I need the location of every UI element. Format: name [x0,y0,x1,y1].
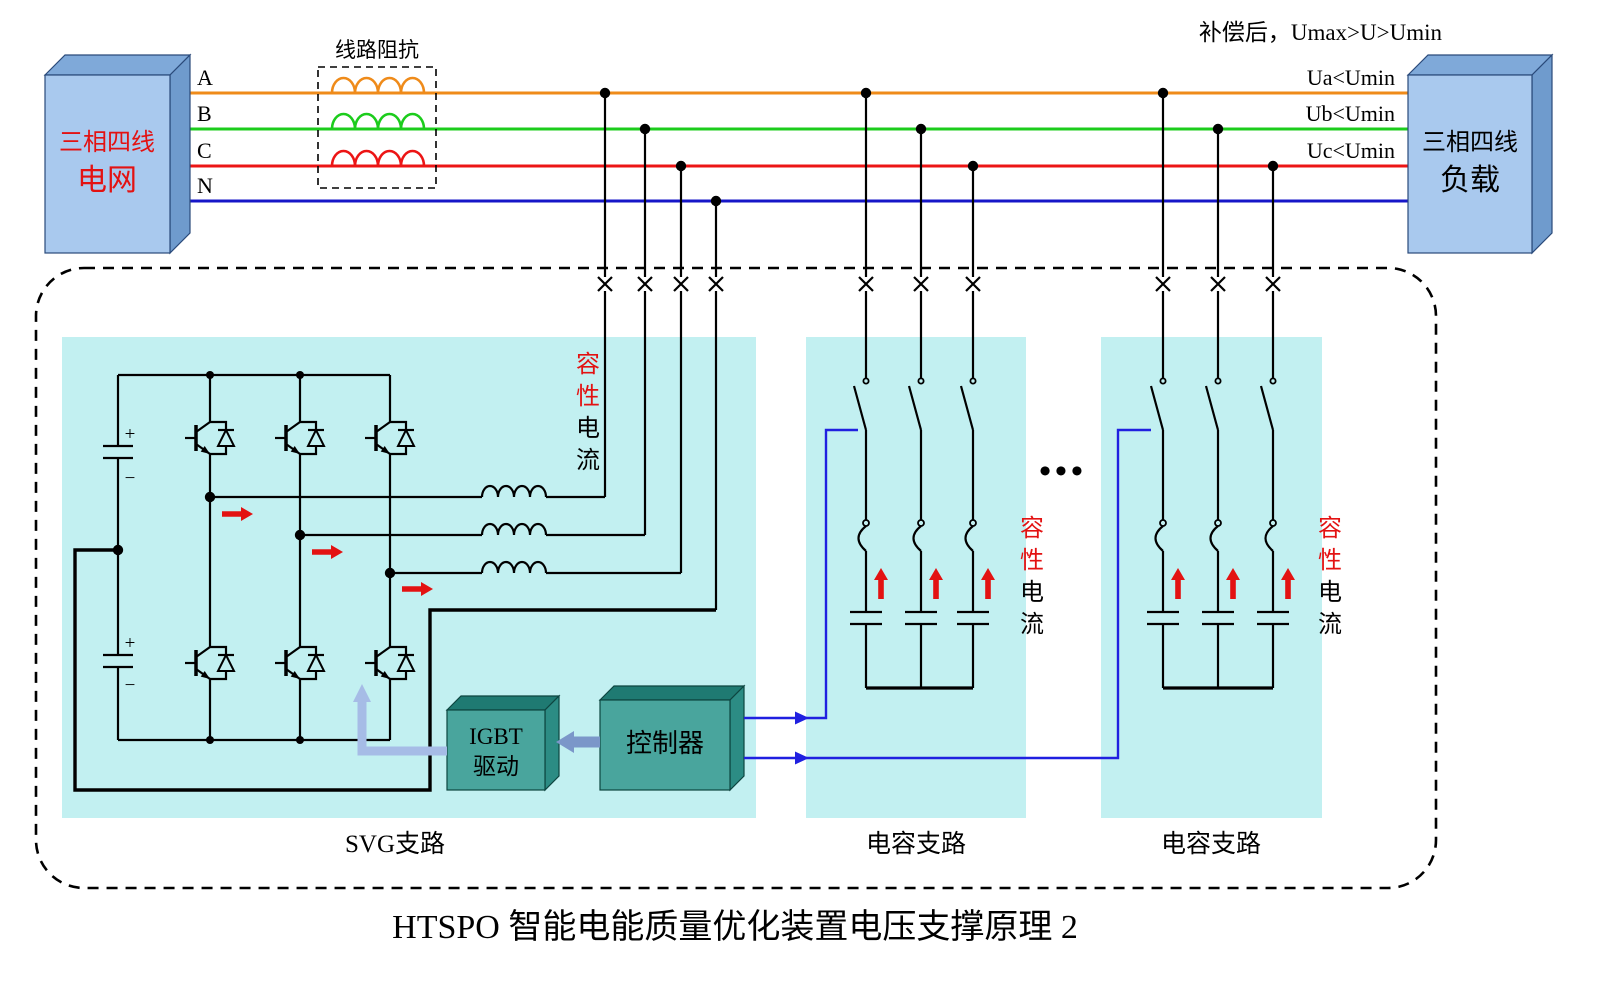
cap-current-label-svg: 容 性 电 流 [576,351,600,474]
voltage-label-uc: Uc<Umin [1307,138,1395,163]
driver-box-side-face [544,694,560,792]
cap-branch-2-label: 电容支路 [1161,830,1261,858]
voltage-label-ub: Ub<Umin [1306,101,1395,126]
cap-current-char: 性 [1318,547,1342,574]
control-lines [744,428,1151,765]
cap-current-char: 流 [1020,611,1044,638]
driver-to-bridge-arrow [357,700,447,756]
cap2-minus-label: − [125,675,136,696]
svg-branch-label: SVG支路 [345,830,445,858]
cap-current-label-branch2: 容 性 电 流 [1318,515,1342,638]
breaker-x-icon [707,275,725,293]
cap-branch-1-circuit: 容 性 电 流 [850,87,1044,690]
diagram-title: HTSPO 智能电能质量优化装置电压支撑原理 2 [392,908,1078,946]
cap1-plus-label: + [125,424,136,445]
phase-label-n: N [197,173,213,198]
driver-box-front-face [446,709,546,791]
line-impedance-section: 线路阻抗 [317,38,437,189]
svg-branch-drops [596,87,725,610]
controller-box-top-face [598,685,746,701]
cap-current-char: 流 [1318,611,1342,638]
driver-to-bridge-arrowhead-icon [353,684,371,702]
impedance-coil-a-icon [330,76,426,95]
controller-box-side-face [729,684,745,792]
breaker-x-icon [596,275,614,293]
phase-label-c: C [197,138,212,163]
load-box-side-face [1531,53,1553,255]
cap-current-char: 容 [1318,515,1342,542]
load-box-front-face [1407,74,1533,254]
impedance-coil-c-icon [330,149,426,168]
load-box-line1: 三相四线 [1422,129,1518,156]
driver-box-line1: IGBT [469,724,523,749]
igbt-driver-box: IGBT 驱动 [445,694,561,792]
controller-box-label: 控制器 [626,729,704,758]
inverter-bridge: + − + − [73,371,716,792]
cap-branch-1-label: 电容支路 [866,830,966,858]
cap1-minus-label: − [125,468,136,489]
dc-capacitor-plates [103,444,133,669]
cap-current-char: 性 [576,383,600,410]
grid-box-line1: 三相四线 [59,129,155,156]
driver-box-line2: 驱动 [473,754,519,779]
load-box-top-face [1406,54,1554,76]
drive-signal-arrows [353,684,600,756]
grid-box-top-face [43,54,192,76]
load-box-line2: 负载 [1440,164,1500,197]
voltage-label-ua: Ua<Umin [1307,65,1395,90]
grid-box-line2: 电网 [77,164,137,197]
grid-box: 三相四线 电网 [43,53,192,255]
controller-box: 控制器 [598,684,746,792]
grid-box-side-face [169,53,191,255]
driver-box-top-face [445,695,561,711]
cap-current-char: 电 [576,415,600,442]
impedance-coil-b-icon [330,112,426,131]
neutral-routing [73,548,716,792]
load-box: 三相四线 负载 [1406,53,1554,255]
phase-label-a: A [197,65,213,90]
control-line-2 [744,428,1151,760]
controller-to-driver-arrowhead-icon [556,731,574,753]
control-arrowhead-icon [795,751,809,765]
breaker-x-icon [636,275,654,293]
compensation-note: 补偿后，Umax>U>Umin [1199,20,1443,45]
more-branches-ellipsis: ••• [1039,453,1087,490]
control-line-1 [744,428,858,720]
cap-current-char: 电 [1020,579,1044,606]
phase-bus-lines [170,91,1408,203]
line-impedance-label: 线路阻抗 [335,38,419,62]
cap-current-char: 电 [1318,579,1342,606]
cap2-plus-label: + [125,633,136,654]
cap-current-char: 容 [576,351,600,378]
device-dashed-frame [34,266,1438,890]
controller-box-front-face [599,699,731,791]
cap-branch-2-circuit: 容 性 电 流 [1147,87,1342,690]
cap-current-char: 流 [576,447,600,474]
cap-current-char: 容 [1020,515,1044,542]
grid-box-front-face [44,74,171,254]
cap-current-label-branch1: 容 性 电 流 [1020,515,1044,638]
cap-current-char: 性 [1020,547,1044,574]
breaker-x-icon [672,275,690,293]
phase-label-b: B [197,101,212,126]
control-arrowhead-icon [795,711,809,725]
